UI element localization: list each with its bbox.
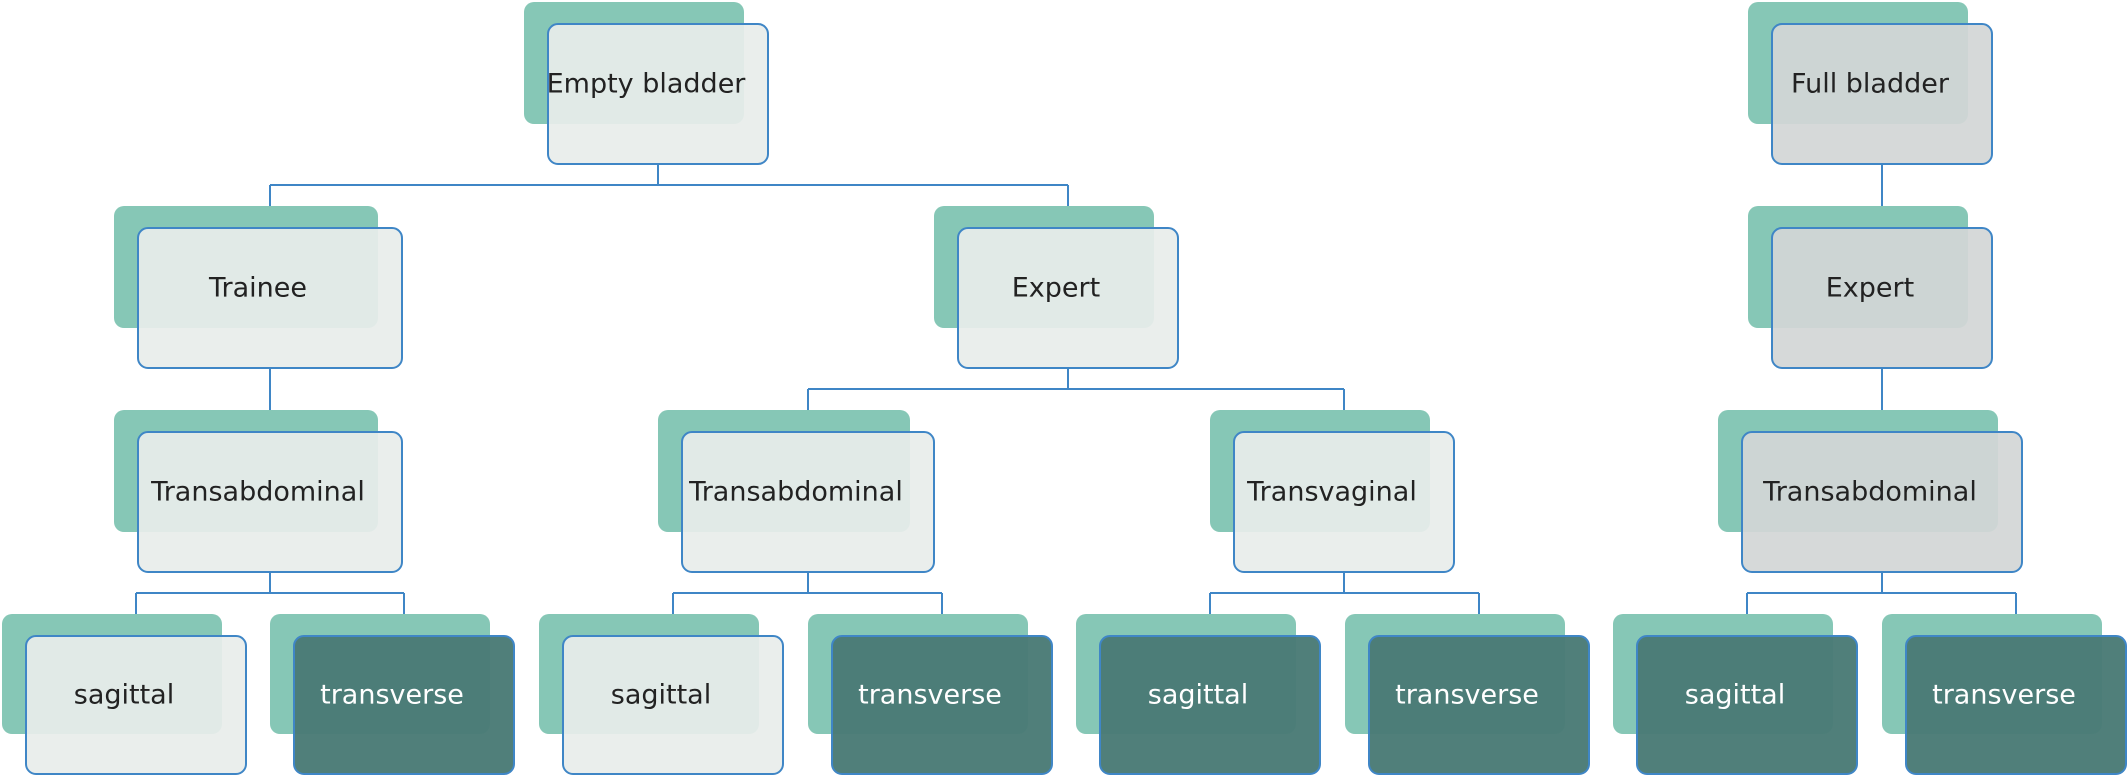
tree-node-expert-ta-sag: sagittal — [539, 614, 784, 775]
node-box-expert-tv-trans — [1368, 635, 1590, 775]
tree-node-empty: Empty bladder — [524, 2, 769, 165]
node-label-expert-tv-sag: sagittal — [1148, 680, 1248, 711]
node-label-trainee-ta: Transabdominal — [150, 477, 365, 508]
node-box-full-expert — [1771, 227, 1993, 369]
tree-node-expert-tv-trans: transverse — [1345, 614, 1590, 775]
node-label-expert-tv-trans: transverse — [1395, 680, 1539, 711]
tree-node-expert-tv-sag: sagittal — [1076, 614, 1321, 775]
tree-node-full-expert: Expert — [1748, 206, 1993, 369]
tree-node-trainee-ta-sag: sagittal — [2, 614, 247, 775]
node-box-expert-tv-sag — [1099, 635, 1321, 775]
node-label-empty: Empty bladder — [547, 69, 747, 100]
tree-node-expert: Expert — [934, 206, 1179, 369]
node-label-full-expert-ta-trans: transverse — [1932, 680, 2076, 711]
node-box-empty — [547, 23, 769, 165]
node-box-full — [1771, 23, 1993, 165]
tree-node-expert-tv: Transvaginal — [1210, 410, 1455, 573]
node-label-trainee: Trainee — [208, 273, 307, 304]
node-box-full-expert-ta — [1741, 431, 2023, 573]
node-box-trainee-ta-trans — [293, 635, 515, 775]
tree-node-full: Full bladder — [1748, 2, 1993, 165]
node-label-expert-ta-sag: sagittal — [611, 680, 711, 711]
node-box-expert — [957, 227, 1179, 369]
tree-node-full-expert-ta-trans: transverse — [1882, 614, 2127, 775]
node-label-trainee-ta-trans: transverse — [320, 680, 464, 711]
tree-node-full-expert-ta-sag: sagittal — [1613, 614, 1858, 775]
node-box-expert-ta-trans — [831, 635, 1053, 775]
node-label-full: Full bladder — [1791, 69, 1950, 100]
tree-node-expert-ta: Transabdominal — [658, 410, 935, 573]
node-label-expert-ta-trans: transverse — [858, 680, 1002, 711]
node-box-full-expert-ta-sag — [1636, 635, 1858, 775]
node-box-full-expert-ta-trans — [1905, 635, 2127, 775]
node-label-full-expert: Expert — [1826, 273, 1914, 304]
tree-node-trainee-ta-trans: transverse — [270, 614, 515, 775]
node-box-trainee-ta — [137, 431, 403, 573]
node-box-trainee — [137, 227, 403, 369]
node-label-full-expert-ta-sag: sagittal — [1685, 680, 1785, 711]
tree-node-full-expert-ta: Transabdominal — [1718, 410, 2023, 573]
node-label-expert-tv: Transvaginal — [1246, 477, 1417, 508]
node-label-expert: Expert — [1012, 273, 1100, 304]
tree-node-trainee: Trainee — [114, 206, 403, 369]
tree-node-expert-ta-trans: transverse — [808, 614, 1053, 775]
node-label-full-expert-ta: Transabdominal — [1762, 477, 1977, 508]
node-label-expert-ta: Transabdominal — [688, 477, 903, 508]
node-box-expert-ta-sag — [562, 635, 784, 775]
node-box-expert-tv — [1233, 431, 1455, 573]
node-box-trainee-ta-sag — [25, 635, 247, 775]
node-box-expert-ta — [681, 431, 935, 573]
tree-node-trainee-ta: Transabdominal — [114, 410, 403, 573]
node-label-trainee-ta-sag: sagittal — [74, 680, 174, 711]
